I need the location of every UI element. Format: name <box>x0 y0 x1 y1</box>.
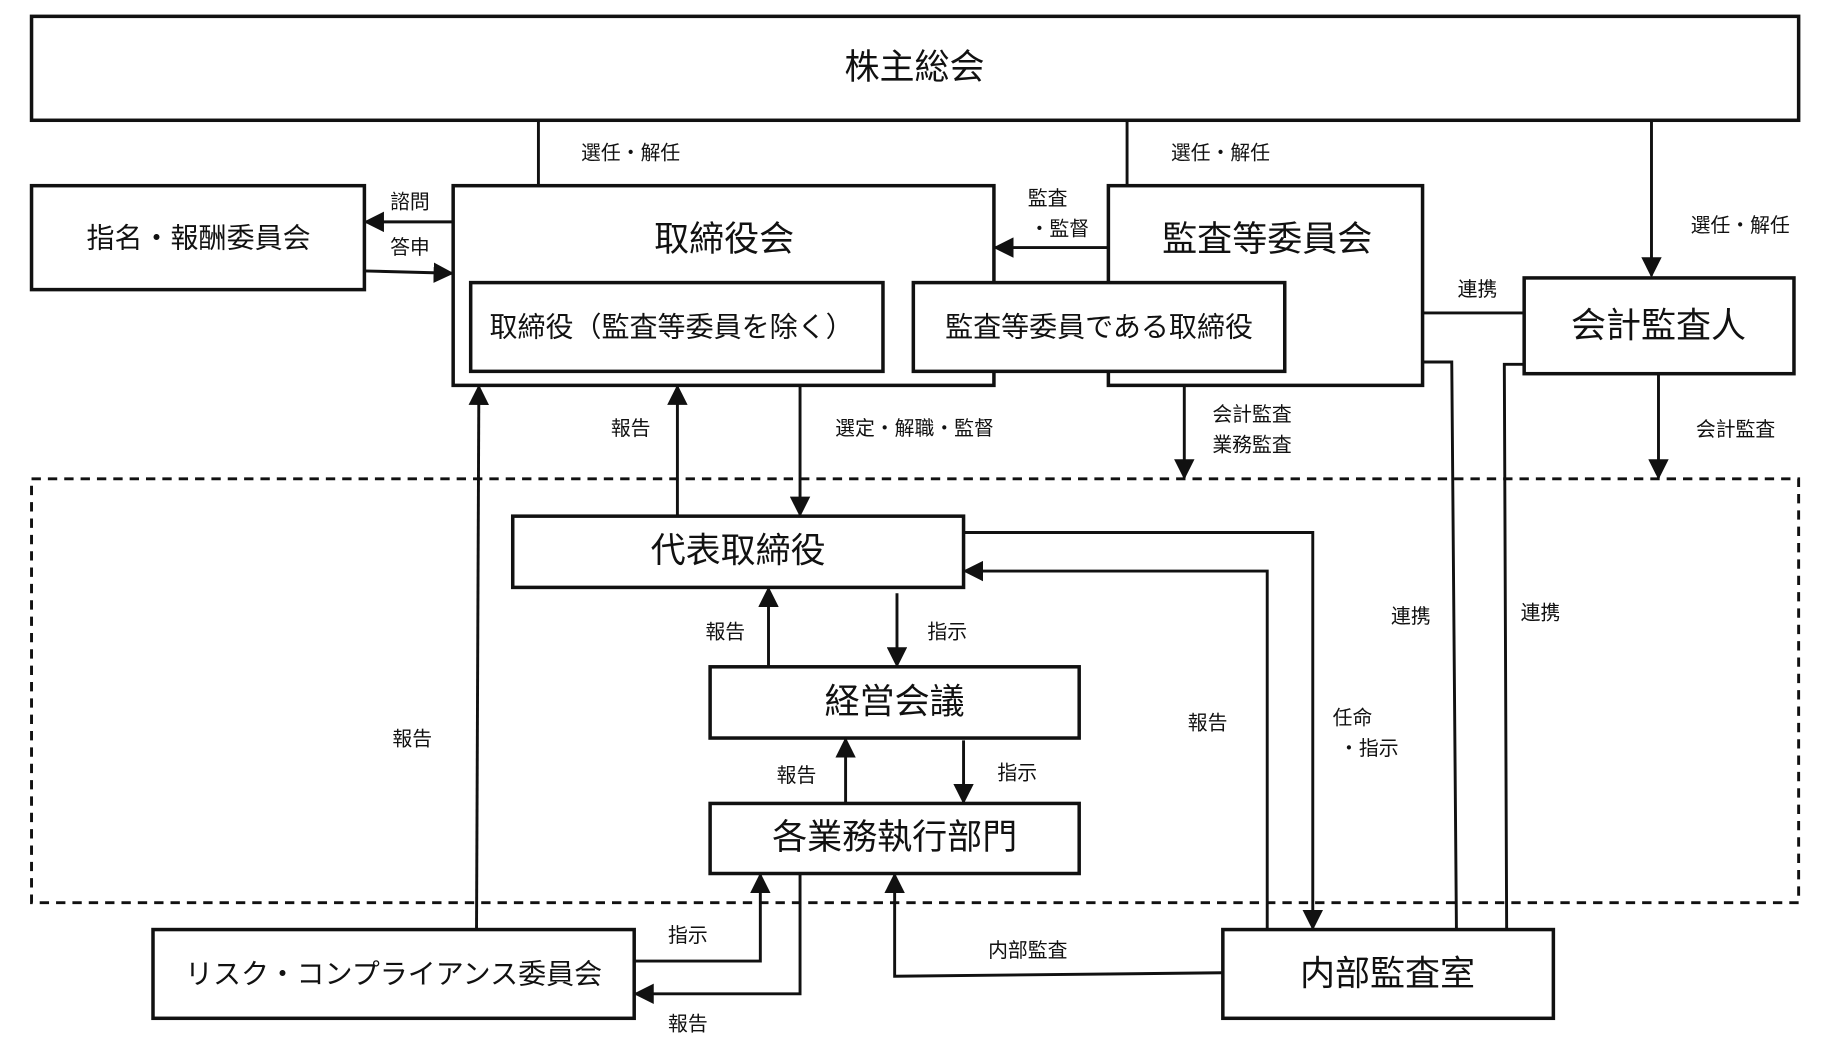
edge-label: 内部監査 <box>988 939 1068 962</box>
audit-committee-label: 監査等委員会 <box>1162 219 1372 260</box>
arrow-report-internal-audit <box>962 560 1269 930</box>
edge-label: 諮問 <box>390 191 430 214</box>
edge-label: 報告 <box>392 728 432 751</box>
accounting-auditor-box <box>1522 276 1796 376</box>
edge-label: 選定・解職・監督 <box>835 417 994 440</box>
edge-label: 会計監査 <box>1212 403 1292 426</box>
edge-label: 答申 <box>390 236 430 259</box>
edge-label: 指示 <box>927 620 967 643</box>
edge-label: 選任・解任 <box>1171 141 1270 164</box>
line-cooperate-committee <box>1422 360 1458 930</box>
board-label: 取締役会 <box>654 219 794 260</box>
edge-label: 連携 <box>1458 278 1498 301</box>
business-units-label: 各業務執行部門 <box>772 817 1017 858</box>
edge-label: ・指示 <box>1339 737 1399 760</box>
edge-label: 報告 <box>668 1013 708 1036</box>
nomination-committee-box <box>29 183 367 292</box>
edge-label: 業務監査 <box>1212 433 1292 456</box>
edge-label: 指示 <box>668 924 708 947</box>
edge-label: 任命 <box>1333 707 1373 730</box>
management-meeting-label: 経営会議 <box>825 681 965 722</box>
edge-label: 報告 <box>705 620 745 643</box>
line-cooperate-accounting <box>1502 362 1525 930</box>
management-meeting-box <box>708 665 1081 740</box>
shareholders-label: 株主総会 <box>844 47 984 88</box>
edge-label: 報告 <box>1188 711 1228 734</box>
audit-directors-box <box>911 280 1287 374</box>
arrow-risk-report-board <box>468 384 489 930</box>
arrow-bu-report-risk <box>633 873 802 1005</box>
edge-label: 選任・解任 <box>1691 214 1790 237</box>
directors-label: 取締役（監査等委員を除く） <box>489 310 853 343</box>
directors-box <box>468 280 885 374</box>
nomination-committee-label: 指名・報酬委員会 <box>86 222 310 255</box>
edge-label: 報告 <box>611 417 651 440</box>
edge-label: 報告 <box>777 764 817 787</box>
business-units-box <box>708 801 1081 876</box>
arrow-report-back <box>364 262 455 283</box>
arrow-risk-instruct <box>634 872 771 963</box>
risk-committee-box <box>151 927 636 1021</box>
accounting-auditor-label: 会計監査人 <box>1571 305 1746 346</box>
internal-audit-box <box>1221 927 1556 1021</box>
audit-directors-label: 監査等委員である取締役 <box>945 310 1253 343</box>
arrow-appoint-internal-audit <box>963 531 1323 931</box>
edge-label: 連携 <box>1391 605 1431 628</box>
edge-label: ・監督 <box>1030 217 1090 240</box>
edge-label: 選任・解任 <box>581 141 680 164</box>
representative-box <box>510 514 966 590</box>
arrow-internal-audit <box>884 872 1223 978</box>
edge-label: 会計監査 <box>1696 418 1776 441</box>
connectors <box>363 120 1669 1005</box>
internal-audit-label: 内部監査室 <box>1300 953 1475 994</box>
risk-committee-label: リスク・コンプライアンス委員会 <box>185 957 602 990</box>
edge-label: 連携 <box>1521 602 1561 625</box>
execution-area-boundary <box>30 477 1801 905</box>
edge-label: 監査 <box>1028 187 1068 210</box>
edge-label: 指示 <box>997 762 1037 785</box>
shareholders-box <box>29 14 1801 123</box>
representative-label: 代表取締役 <box>651 531 826 572</box>
